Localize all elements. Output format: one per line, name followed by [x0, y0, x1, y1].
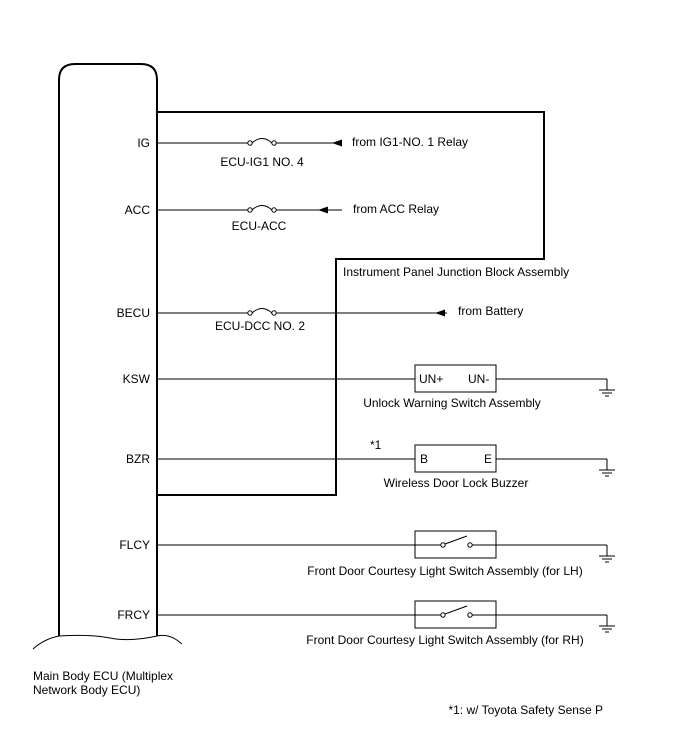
acc-circuit: ECU-ACC from ACC Relay: [157, 202, 439, 233]
switch-icon: [444, 605, 468, 615]
source-ig-label: from IG1-NO. 1 Relay: [352, 135, 468, 149]
source-becu-label: from Battery: [458, 304, 523, 318]
source-acc-label: from ACC Relay: [353, 202, 439, 216]
ground-icon: [599, 389, 615, 397]
rh-switch-label: Front Door Courtesy Light Switch Assembl…: [306, 633, 583, 647]
buzzer-note-ref: *1: [370, 438, 382, 452]
junction-block-label: Instrument Panel Junction Block Assembly: [343, 265, 569, 279]
rh-switch-contact-right: [467, 612, 473, 618]
footnote: *1: w/ Toyota Safety Sense P: [448, 703, 603, 717]
buzzer-term-right: E: [484, 452, 492, 466]
lh-switch-circuit: Front Door Courtesy Light Switch Assembl…: [157, 530, 615, 578]
fuse-acc-icon: [251, 205, 273, 211]
fuse-becu-icon: [251, 308, 273, 314]
unlock-switch-term-right: UN-: [468, 372, 489, 386]
fuse-ig-label: ECU-IG1 NO. 4: [220, 155, 304, 169]
unlock-switch-label: Unlock Warning Switch Assembly: [363, 396, 541, 410]
ecu-outline: [58, 63, 158, 636]
fuse-ig-terminal-left: [247, 140, 253, 146]
becu-circuit: ECU-DCC NO. 2 from Battery: [157, 304, 523, 333]
ground-icon: [599, 625, 615, 633]
unlock-switch-circuit: UN+ UN- Unlock Warning Switch Assembly: [157, 364, 615, 410]
fuse-acc-terminal-right: [271, 207, 277, 213]
unlock-switch-term-left: UN+: [419, 372, 443, 386]
ecu-label-line1: Main Body ECU (Multiplex: [33, 669, 173, 683]
fuse-ig-icon: [251, 138, 273, 144]
rh-switch-contact-left: [440, 612, 446, 618]
pin-becu-label: BECU: [117, 306, 150, 320]
lh-switch-label: Front Door Courtesy Light Switch Assembl…: [307, 564, 582, 578]
fuse-becu-label: ECU-DCC NO. 2: [215, 319, 305, 333]
ig-circuit: ECU-IG1 NO. 4 from IG1-NO. 1 Relay: [157, 135, 468, 169]
pin-ksw-label: KSW: [123, 372, 151, 386]
pin-frcy-label: FRCY: [117, 608, 150, 622]
pin-flcy-label: FLCY: [119, 538, 150, 552]
fuse-ig-terminal-right: [271, 140, 277, 146]
pin-acc-label: ACC: [125, 203, 151, 217]
arrow-becu-icon: [435, 309, 445, 317]
ecu-label-line2: Network Body ECU): [33, 683, 140, 697]
fuse-becu-terminal-right: [271, 310, 277, 316]
pin-ig-label: IG: [137, 136, 150, 150]
ground-icon: [599, 469, 615, 477]
arrow-acc-icon: [318, 206, 328, 214]
junction-block-outline: [157, 111, 545, 496]
switch-icon: [444, 535, 468, 545]
fuse-becu-terminal-left: [247, 310, 253, 316]
lh-switch-contact-left: [440, 542, 446, 548]
fuse-acc-label: ECU-ACC: [232, 219, 287, 233]
ground-icon: [599, 555, 615, 563]
buzzer-term-left: B: [420, 452, 428, 466]
buzzer-label: Wireless Door Lock Buzzer: [384, 476, 529, 490]
fuse-acc-terminal-left: [247, 207, 253, 213]
pin-bzr-label: BZR: [126, 452, 150, 466]
lh-switch-contact-right: [467, 542, 473, 548]
ecu-break-line: [32, 634, 183, 650]
rh-switch-circuit: Front Door Courtesy Light Switch Assembl…: [157, 600, 615, 647]
arrow-ig-icon: [332, 139, 342, 147]
buzzer-circuit: *1 B E Wireless Door Lock Buzzer: [157, 438, 615, 490]
